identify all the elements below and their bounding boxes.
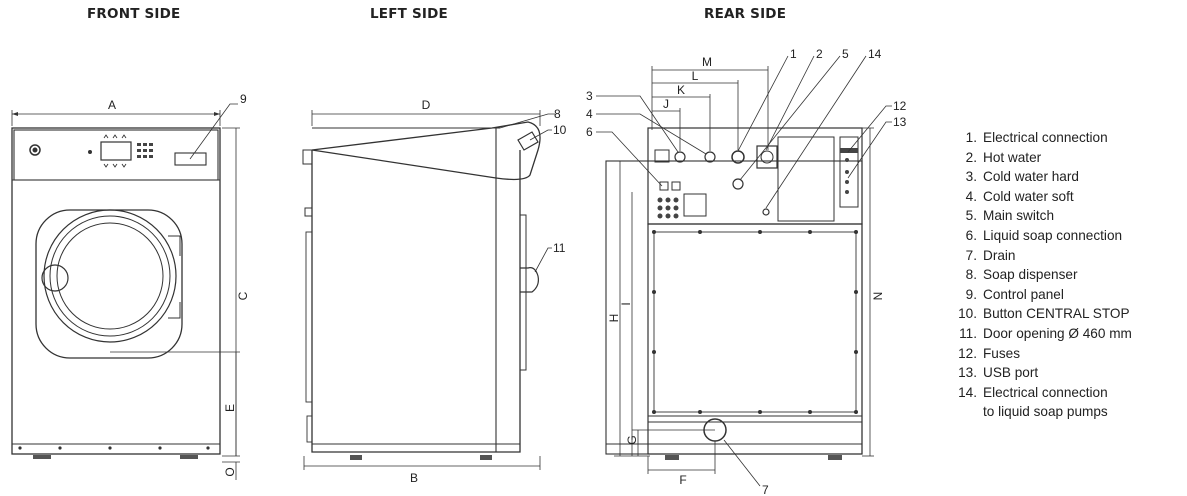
dim-label-F: F [679,473,686,487]
left-side-title: LEFT SIDE [370,6,448,22]
dim-label-O: O [223,467,237,476]
legend-text: Button CENTRAL STOP [983,306,1130,322]
legend-text: Electrical connection [983,130,1108,145]
legend-text: Cold water soft [983,188,1074,204]
dim-label-J: J [663,97,669,111]
callout-6: 6 [586,125,593,139]
legend-number: 4. [965,188,977,204]
callout-5: 5 [842,47,849,61]
legend-text: Electrical connection to liquid soap pum… [983,384,1108,420]
dim-label-N: N [871,292,885,301]
legend-text: Liquid soap connection [983,227,1123,243]
legend-number: 9. [965,286,977,302]
legend-item: 2. Hot water [958,148,1132,168]
dim-label-H: H [607,314,621,323]
legend-number: 1. [965,130,977,145]
callout-2: 2 [816,47,823,61]
dim-label-G: G [625,435,639,444]
legend-text: Drain [983,247,1016,263]
legend-item: 13. USB port [958,363,1132,383]
dim-label-I: I [619,302,633,305]
legend-item: 14. Electrical connection to liquid soap … [958,383,1132,422]
legend-text: USB port [983,365,1039,381]
legend-number: 3. [965,169,977,185]
legend-number: 8. [965,267,977,283]
dim-label-A: A [108,98,116,112]
callout-9: 9 [240,92,247,106]
legend-text: Main switch [983,208,1055,224]
legend-text: Hot water [983,149,1042,165]
callout-11: 11 [553,241,566,255]
legend-text: Control panel [983,286,1064,302]
legend-text: Fuses [983,345,1021,361]
legend-item: 12. Fuses [958,344,1132,364]
dim-label-C: C [236,291,250,300]
legend-item: 9. Control panel [958,285,1132,305]
callout-8: 8 [554,107,561,121]
dim-label-L: L [692,69,699,83]
legend-item: 4. Cold water soft [958,187,1132,207]
legend-list: 1. Electrical connection 2. Hot water 3. Co… [958,128,1132,422]
callout-14: 14 [868,47,882,61]
legend-number: 2. [965,149,977,165]
legend-text: Door opening Ø 460 mm [983,325,1132,341]
legend-item: 10. Button CENTRAL STOP [958,304,1132,324]
dim-label-E: E [223,404,237,412]
callout-4: 4 [586,107,593,121]
legend-number: 10. [958,306,977,322]
front-view [11,103,240,480]
legend-item: 7. Drain [958,246,1132,266]
legend-item: 1. Electrical connection [958,128,1132,148]
callout-7: 7 [762,483,769,496]
legend-text: Soap dispenser [983,267,1078,283]
legend-number: 14. [958,384,977,400]
rear-side-title: REAR SIDE [704,6,787,22]
legend-number: 5. [965,208,977,224]
dim-label-M: M [702,55,712,69]
legend-item: 11. Door opening Ø 460 mm [958,324,1132,344]
legend-item: 6. Liquid soap connection [958,226,1132,246]
legend-item: 3. Cold water hard [958,167,1132,187]
callout-12: 12 [893,99,907,113]
dim-label-D: D [422,98,431,112]
dim-label-K: K [677,83,685,97]
legend-number: 13. [958,365,977,381]
legend-item: 8. Soap dispenser [958,265,1132,285]
rear-view [596,55,892,487]
dim-label-B: B [410,471,418,485]
callout-1: 1 [790,47,797,61]
legend-number: 7. [965,247,977,263]
legend-number: 12. [958,345,977,361]
front-side-title: FRONT SIDE [87,6,181,22]
legend-text: Cold water hard [983,169,1079,185]
legend-number: 11. [959,325,977,341]
left-view [302,110,555,470]
callout-10: 10 [553,123,567,137]
callout-13: 13 [893,115,907,129]
callout-3: 3 [586,89,593,103]
legend-number: 6. [965,227,977,243]
legend-item: 5. Main switch [958,206,1132,226]
